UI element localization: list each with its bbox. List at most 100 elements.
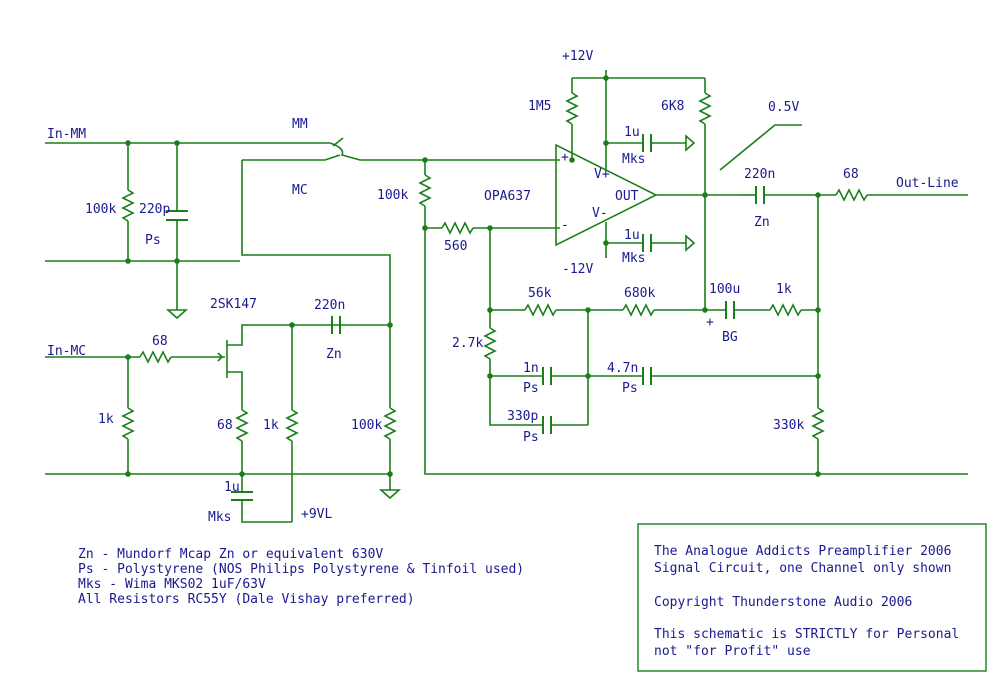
capacitor-1n <box>542 367 552 385</box>
label-mc: MC <box>292 183 308 198</box>
title-line-3: Copyright Thunderstone Audio 2006 <box>654 595 912 610</box>
opamp-stage <box>418 70 968 475</box>
label-r-100k-in: 100k <box>377 188 408 203</box>
title-line-2: Signal Circuit, one Channel only shown <box>654 561 951 576</box>
capacitor-100u <box>725 301 735 319</box>
label-opamp: OPA637 <box>484 189 531 204</box>
label-mks-bot: Mks <box>622 251 645 266</box>
label-out-line: Out-Line <box>896 176 959 191</box>
label-zn-mc: Zn <box>326 347 342 362</box>
label-r-1m5: 1M5 <box>528 99 551 114</box>
capacitor-1u-bottom <box>642 234 652 252</box>
label-jfet: 2SK147 <box>210 297 257 312</box>
label-r-100k-mcout: 100k <box>351 418 382 433</box>
resistor-330k <box>811 407 825 440</box>
resistor-560 <box>441 221 474 235</box>
label-c-220p: 220p <box>139 202 170 217</box>
label-c-1u-src: 1u <box>224 480 240 495</box>
label-c-220n-mc: 220n <box>314 298 345 313</box>
note-zn: Zn - Mundorf Mcap Zn or equivalent 630V <box>78 547 383 562</box>
label-r-680k: 680k <box>624 286 655 301</box>
resistor-68-mc <box>139 350 172 364</box>
feedback-network <box>483 228 821 434</box>
label-ps-4n7: Ps <box>622 381 638 396</box>
resistor-1k-drain <box>285 409 299 442</box>
mm-mc-switch <box>241 137 560 325</box>
level-indicator-line <box>719 124 802 171</box>
component-notes: Zn - Mundorf Mcap Zn or equivalent 630V … <box>78 547 524 607</box>
label-r-2k7: 2.7k <box>452 336 483 351</box>
mm-input-section <box>45 140 330 320</box>
resistor-100k-mc-out <box>383 407 397 440</box>
label-r-330k: 330k <box>773 418 804 433</box>
capacitor-220n-mc <box>331 316 341 334</box>
resistor-1m5 <box>565 92 579 125</box>
title-line-1: The Analogue Addicts Preamplifier 2006 <box>654 544 951 559</box>
label-r-1k-mc: 1k <box>98 412 114 427</box>
label-r-68-out: 68 <box>843 167 859 182</box>
resistor-1k-feedback <box>769 303 802 317</box>
label-r-68-mc: 68 <box>152 334 168 349</box>
mc-input-section <box>45 316 402 523</box>
label-mks-top: Mks <box>622 152 645 167</box>
ground-arrow-top <box>685 134 696 152</box>
resistor-56k <box>524 303 557 317</box>
resistor-68-source <box>235 409 249 442</box>
capacitor-330p <box>542 416 552 434</box>
label-r-6k8: 6K8 <box>661 99 684 114</box>
note-mks: Mks - Wima MKS02 1uF/63V <box>78 577 266 592</box>
label-minus12v: -12V <box>562 262 593 277</box>
label-zn-out: Zn <box>754 215 770 230</box>
resistor-100k-input <box>418 174 432 207</box>
capacitor-1u-top <box>642 134 652 152</box>
title-line-4: This schematic is STRICTLY for Personal <box>654 627 959 642</box>
resistor-2k7 <box>483 327 497 360</box>
resistor-6k8 <box>698 92 712 125</box>
label-ps-1n: Ps <box>523 381 539 396</box>
label-c-4n7: 4.7n <box>607 361 638 376</box>
label-r-1k-fb: 1k <box>776 282 792 297</box>
label-r-56k: 56k <box>528 286 552 301</box>
label-ps-220p: Ps <box>145 233 161 248</box>
label-c-220n-out: 220n <box>744 167 775 182</box>
label-c-1u-top: 1u <box>624 125 640 140</box>
title-line-5: not "for Profit" use <box>654 644 811 659</box>
label-opamp-vminus: V- <box>592 206 608 221</box>
ground-arrow-bottom <box>685 234 696 252</box>
note-resistors: All Resistors RC55Y (Dale Vishay preferr… <box>78 592 415 607</box>
switch-arm <box>329 142 361 161</box>
ground-symbol-mc <box>378 489 402 500</box>
label-bg: BG <box>722 330 738 345</box>
label-mks-src: Mks <box>208 510 231 525</box>
label-c-1n: 1n <box>523 361 539 376</box>
resistor-100k-mm <box>121 189 135 222</box>
labels: In-MM In-MC MM MC Out-Line +12V -12V +9V… <box>47 49 959 525</box>
label-c-1u-bot: 1u <box>624 228 640 243</box>
label-level: 0.5V <box>768 100 799 115</box>
label-in-mc: In-MC <box>47 344 86 359</box>
label-mm: MM <box>292 117 308 132</box>
label-opamp-out: OUT <box>615 189 639 204</box>
capacitor-220n-out <box>755 186 765 204</box>
output-section <box>740 186 968 477</box>
label-c-330p: 330p <box>507 409 538 424</box>
label-in-mm: In-MM <box>47 127 86 142</box>
capacitor-4n7 <box>642 367 652 385</box>
label-r-560: 560 <box>444 239 467 254</box>
label-r-68-src: 68 <box>217 418 233 433</box>
label-ps-330p: Ps <box>523 430 539 445</box>
title-block-frame <box>637 523 987 672</box>
resistor-68-out <box>835 188 868 202</box>
label-plus-bg: + <box>706 315 714 330</box>
title-block: The Analogue Addicts Preamplifier 2006 S… <box>637 523 987 672</box>
label-r-1k-drain: 1k <box>263 418 279 433</box>
resistor-1k-mc <box>121 407 135 440</box>
label-opamp-inn: - <box>561 218 569 233</box>
label-opamp-vplus: V+ <box>594 167 610 182</box>
ground-symbol-mm <box>165 309 189 320</box>
label-plus12v: +12V <box>562 49 593 64</box>
label-r-100k-mm: 100k <box>85 202 116 217</box>
label-plus9vl: +9VL <box>301 507 332 522</box>
note-ps: Ps - Polystyrene (NOS Philips Polystyren… <box>78 562 524 577</box>
